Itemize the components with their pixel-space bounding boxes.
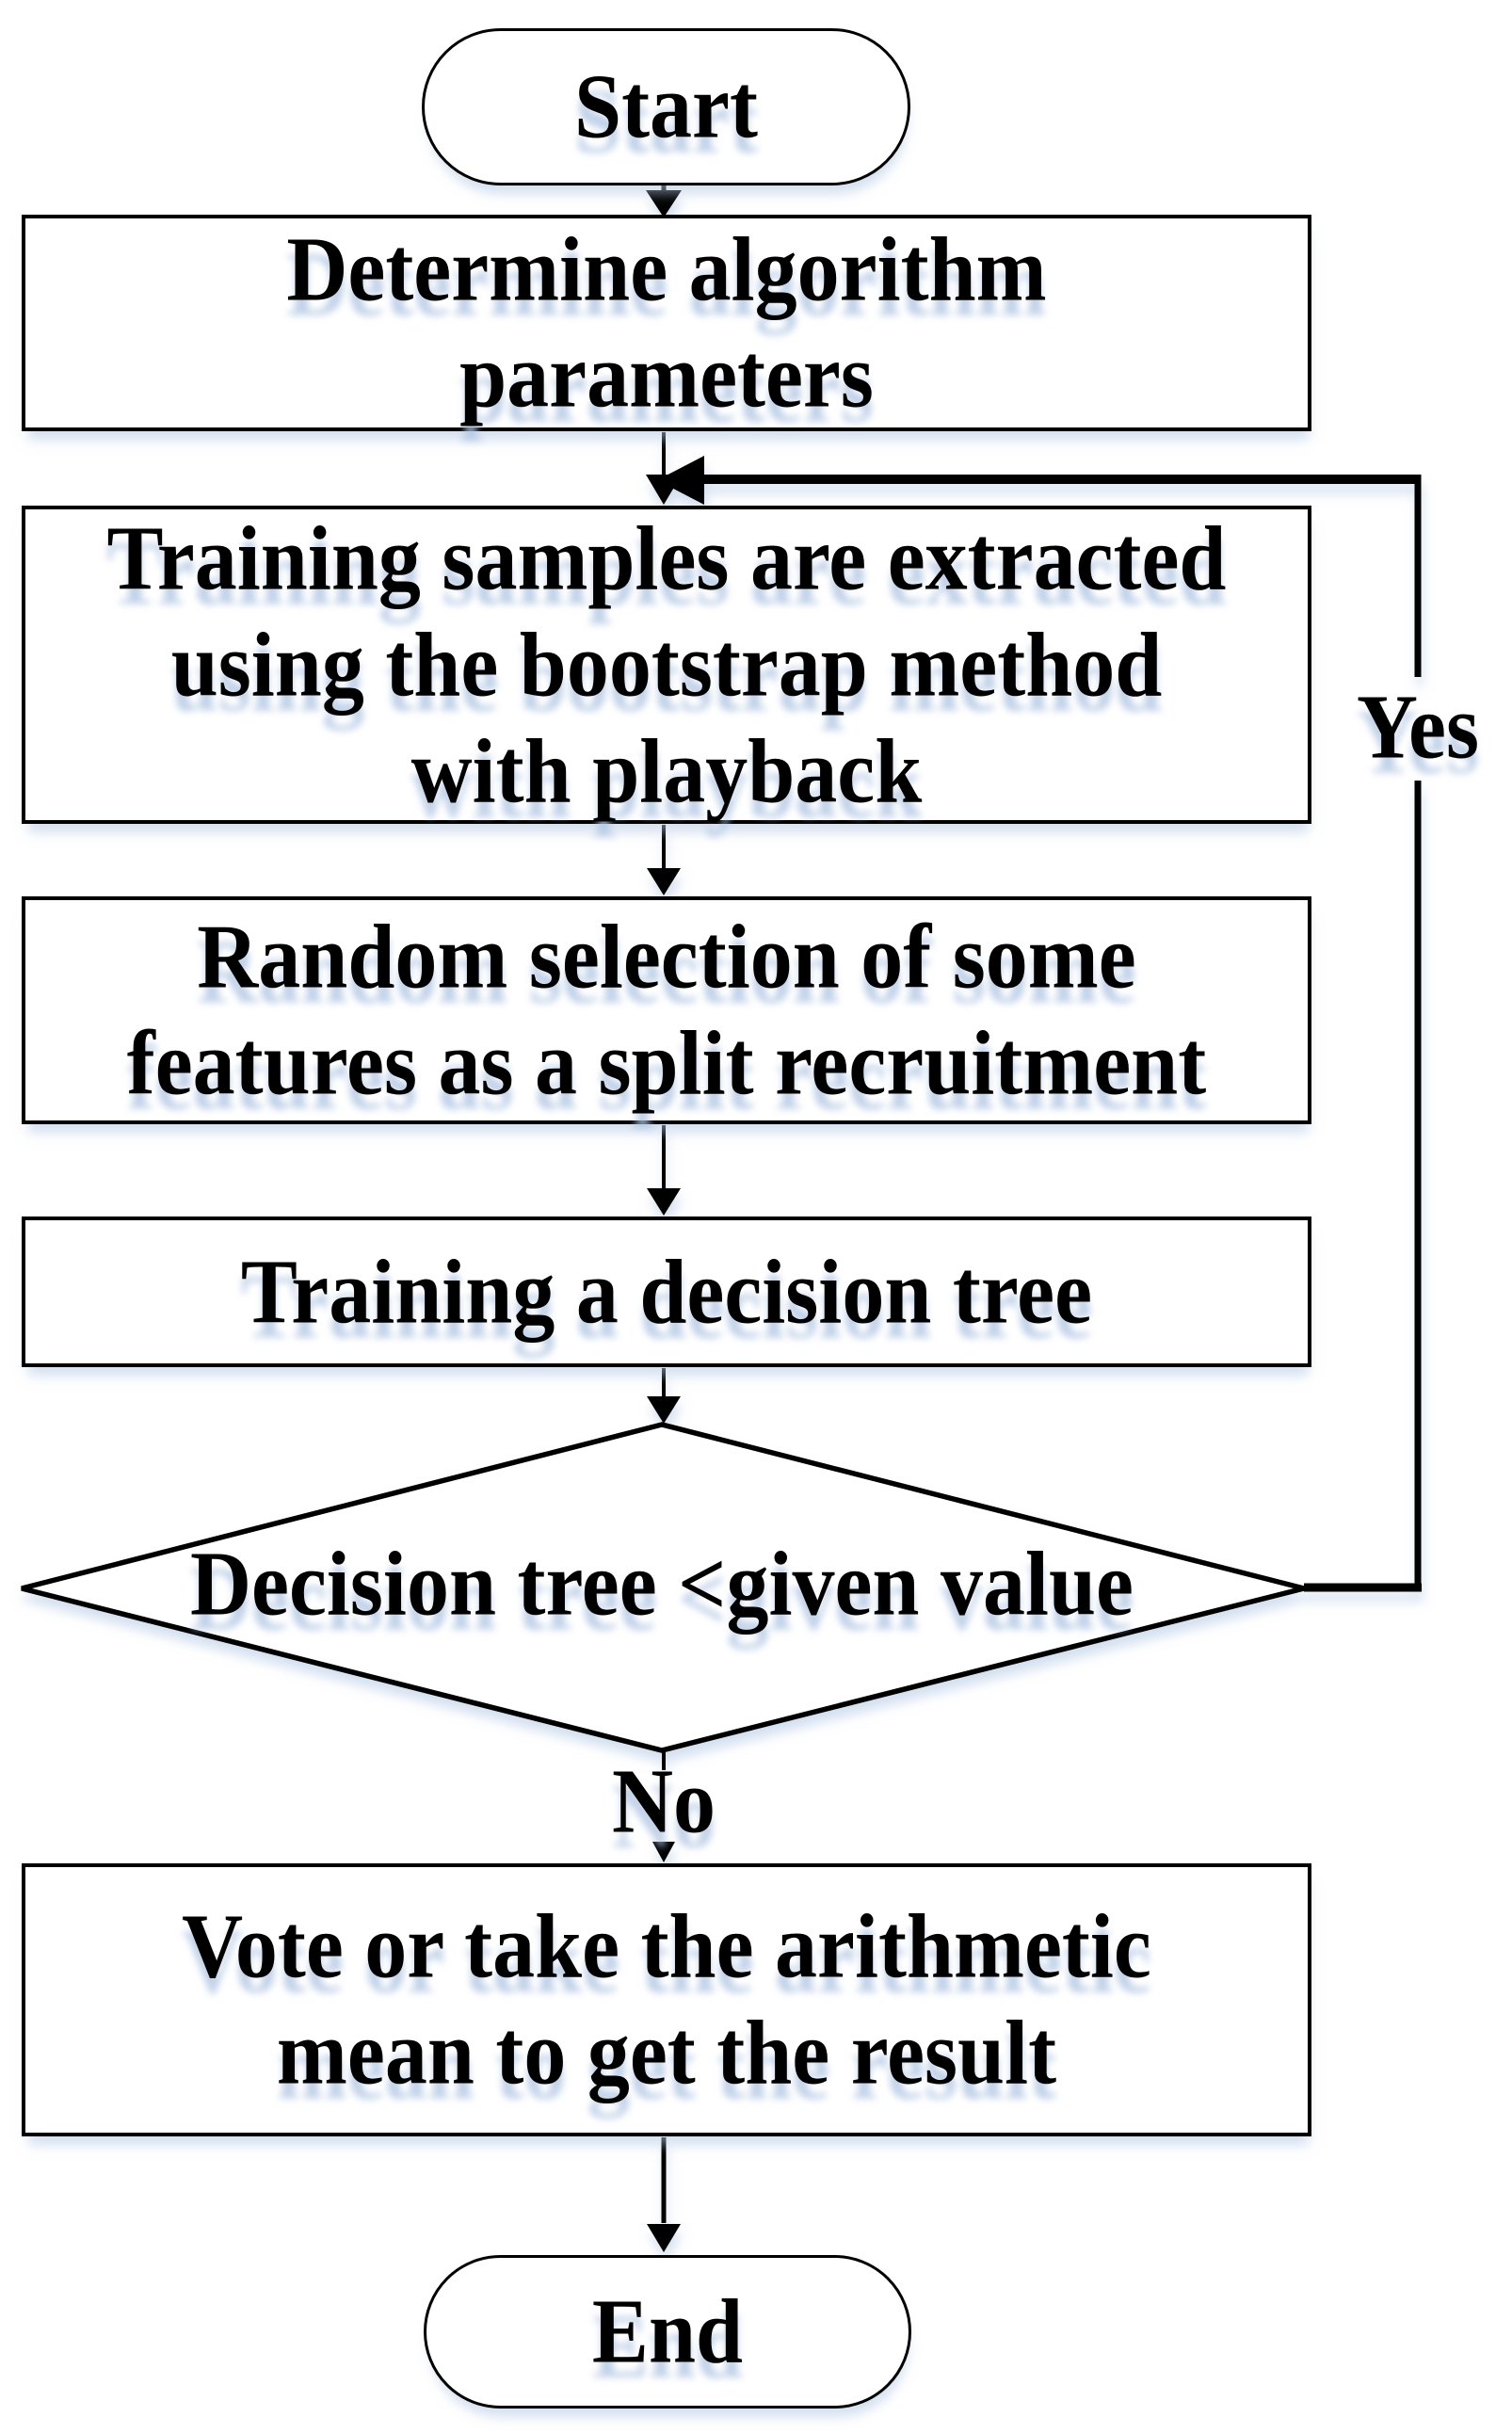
node-vote-result: Vote or take the arithmetic mean to get …	[22, 1863, 1311, 2136]
arrowhead-down-icon	[647, 2224, 681, 2252]
node-label-line: Vote or take the arithmetic	[182, 1896, 1151, 1997]
node-label-line: Decision tree <given value	[190, 1534, 1134, 1635]
node-start-label: Start	[574, 56, 758, 157]
edge-label-yes: Yes	[1305, 672, 1512, 783]
feedback-loop-line	[657, 456, 1422, 1592]
arrow-features-to-train	[647, 1125, 681, 1216]
node-bootstrap-sampling: Training samples are extracted using the…	[22, 506, 1311, 824]
arrowhead-down-icon	[647, 868, 681, 895]
arrowhead-left-icon	[657, 456, 704, 505]
node-label-line: Random selection of some	[197, 907, 1136, 1007]
arrow-params-to-bootstrap	[646, 432, 682, 505]
node-label-line: mean to get the result	[276, 2003, 1057, 2103]
arrow-train-to-decision	[647, 1368, 681, 1424]
node-label-line: Determine algorithm	[286, 219, 1047, 320]
node-label-line: Training samples are extracted	[106, 508, 1227, 609]
arrow-start-to-params	[646, 185, 682, 218]
arrowhead-down-icon	[647, 1396, 681, 1424]
arrowhead-down-icon	[647, 1188, 681, 1216]
edge-label-yes-text: Yes	[1357, 677, 1479, 778]
node-feature-selection: Random selection of some features as a s…	[22, 896, 1311, 1124]
node-label-line: Training a decision tree	[240, 1241, 1093, 1343]
node-decision-label: Decision tree <given value	[97, 1531, 1227, 1637]
arrow-decision-to-vote	[652, 1750, 675, 1862]
arrow-vote-to-end	[647, 2137, 681, 2252]
edge-label-no-text: No	[612, 1751, 716, 1852]
arrow-bootstrap-to-features	[647, 825, 681, 895]
node-label-line: with playback	[410, 720, 923, 822]
node-label-line: parameters	[459, 326, 874, 427]
arrowhead-down-icon	[646, 190, 682, 218]
node-start: Start	[422, 28, 910, 185]
node-determine-parameters: Determine algorithm parameters	[22, 215, 1311, 431]
node-end-label: End	[591, 2281, 744, 2382]
node-end: End	[424, 2255, 911, 2409]
node-train-decision-tree: Training a decision tree	[22, 1216, 1311, 1367]
edge-label-no: No	[551, 1749, 777, 1855]
arrowhead-down-small-icon	[652, 1842, 675, 1862]
node-label-line: features as a split recruitment	[126, 1013, 1207, 1114]
node-label-line: using the bootstrap method	[170, 614, 1163, 716]
